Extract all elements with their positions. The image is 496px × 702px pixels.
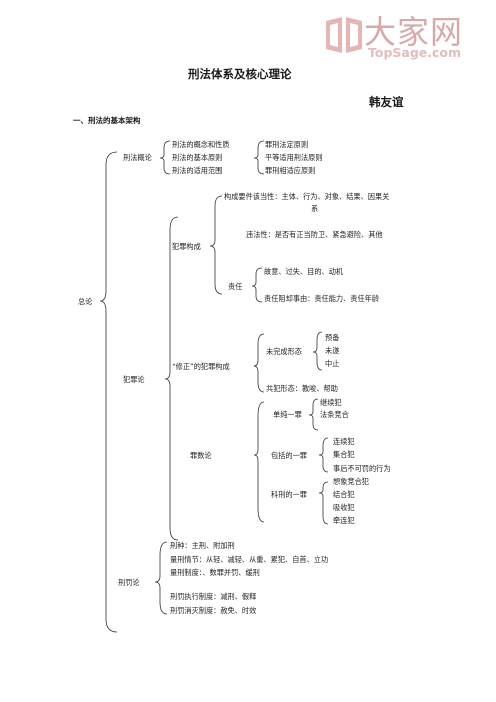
- node-zuishu: 罪数论: [190, 451, 212, 460]
- xiuzheng-gongfan: 共犯形态：教唆、帮助: [266, 384, 338, 393]
- brace-weiwancheng: [312, 331, 323, 371]
- brace-root: [99, 151, 118, 633]
- section-heading: 一、刑法的基本架构: [73, 116, 141, 125]
- node-root: 总论: [78, 297, 93, 306]
- brace-principles: [253, 140, 265, 175]
- principle-3: 罪刑相适应原则: [265, 166, 316, 175]
- watermark-url: TopSage.com: [368, 45, 462, 60]
- goucheng-yaojian-line1: 构成要件该当性：主体、行为、对象、结果、因果关: [224, 192, 390, 201]
- node-xiuzheng: “修正”的犯罪构成: [172, 362, 230, 371]
- zeren-item-2: 责任阻却事由：责任能力、责任年龄: [264, 294, 380, 303]
- goucheng-yaojian-line2: 系: [311, 204, 319, 213]
- kexing-item-1: 想象竞合犯: [333, 477, 369, 486]
- node-xingfalun: 刑罚论: [118, 578, 140, 587]
- xingfalun-item-2: 量刑情节：从轻、减轻、从重、累犯、自首、立功: [170, 555, 329, 564]
- brace-baokuo: [318, 437, 329, 473]
- gailun-item-2: 刑法的基本原则: [172, 153, 223, 162]
- gailun-item-3: 刑法的适用范围: [172, 166, 223, 175]
- kexing-item-2: 结合犯: [333, 490, 355, 499]
- book-logo-icon: [326, 17, 362, 53]
- watermark-logo: 大家网 TopSage.com: [318, 11, 486, 63]
- baokuo-item-1: 连续犯: [333, 437, 355, 446]
- brace-kexing: [318, 481, 329, 525]
- xingfalun-item-5: 刑罚消灭制度：赦免、时效: [170, 606, 257, 615]
- node-kexing: 科刑的一罪: [271, 490, 307, 499]
- node-xingfagailun: 刑法概论: [123, 153, 152, 162]
- xingfalun-item-1: 刑种：主刑、附加刑: [170, 541, 235, 550]
- node-danchun: 单纯一罪: [273, 410, 302, 419]
- node-fanzuilun: 犯罪论: [123, 375, 145, 384]
- weiwancheng-item-1: 预备: [325, 333, 340, 342]
- watermark-name: 大家网: [364, 13, 464, 51]
- baokuo-item-3: 事后不可罚的行为: [333, 464, 391, 473]
- weiwancheng-item-3: 中止: [325, 359, 340, 368]
- weiwancheng-item-2: 未遂: [325, 346, 340, 355]
- brace-zuishu: [253, 401, 265, 523]
- node-goucheng: 犯罪构成: [172, 242, 201, 251]
- danchun-item-1: 继续犯: [320, 398, 342, 407]
- xingfalun-item-4: 刑罚执行制度：减刑、假释: [170, 592, 257, 601]
- kexing-item-3: 吸收犯: [333, 503, 355, 512]
- brace-zeren: [251, 267, 263, 303]
- brace-goucheng: [209, 195, 223, 295]
- danchun-item-2: 法条竞合: [320, 410, 349, 419]
- author-name: 韩友谊: [369, 95, 404, 109]
- node-zeren: 责任: [228, 282, 243, 291]
- baokuo-item-2: 集合犯: [333, 450, 355, 459]
- principle-1: 罪刑法定原则: [265, 140, 309, 149]
- brace-danchun: [308, 398, 319, 431]
- zeren-item-1: 故意、过失、目的、动机: [264, 267, 344, 276]
- brace-xiuzheng: [253, 333, 265, 393]
- brace-gailun: [159, 140, 171, 175]
- principle-2: 平等适用刑法原则: [265, 153, 323, 162]
- gailun-item-1: 刑法的概念和性质: [172, 140, 230, 149]
- node-baokuo: 包括的一罪: [271, 451, 307, 460]
- goucheng-weifa: 违法性：是否有正当防卫、紧急避险、其他: [246, 230, 383, 239]
- node-weiwancheng: 未完成形态: [266, 347, 302, 356]
- brace-xingfalun: [154, 541, 168, 615]
- page-title: 刑法体系及核心理论: [188, 67, 292, 81]
- brace-fanzuilun: [164, 216, 179, 541]
- xingfalun-item-3: 量刑制度：、数罪并罚、缓刑: [170, 568, 260, 577]
- kexing-item-4: 牵连犯: [333, 516, 355, 525]
